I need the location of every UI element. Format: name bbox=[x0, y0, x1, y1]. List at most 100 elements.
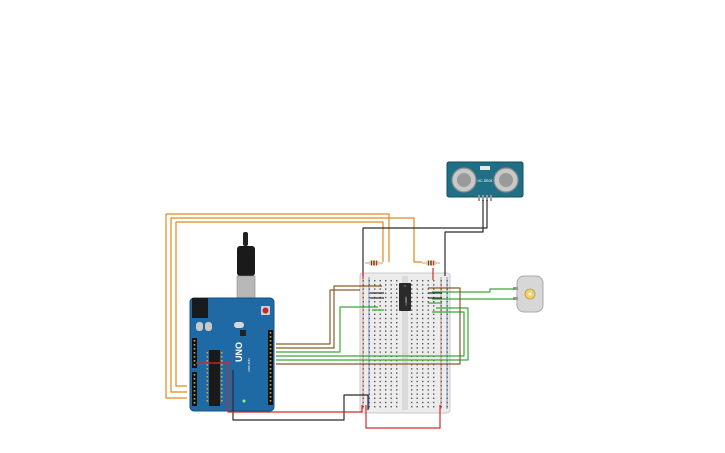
breadboard-hole[interactable] bbox=[374, 280, 376, 282]
wire-orange[interactable] bbox=[170, 217, 422, 393]
breadboard-hole[interactable] bbox=[440, 338, 442, 341]
breadboard-hole[interactable] bbox=[433, 288, 435, 290]
reset-button[interactable] bbox=[262, 307, 269, 314]
breadboard-hole[interactable] bbox=[379, 401, 381, 404]
breadboard-hole[interactable] bbox=[440, 376, 442, 378]
breadboard-hole[interactable] bbox=[362, 385, 364, 387]
header-pin[interactable] bbox=[269, 372, 272, 374]
breadboard-hole[interactable] bbox=[427, 330, 429, 332]
breadboard-hole[interactable] bbox=[433, 284, 435, 286]
breadboard-hole[interactable] bbox=[427, 288, 429, 290]
breadboard-hole[interactable] bbox=[374, 385, 376, 387]
wires[interactable] bbox=[165, 200, 515, 429]
breadboard-hole[interactable] bbox=[433, 338, 435, 341]
breadboard-hole[interactable] bbox=[416, 322, 418, 324]
wire-orange[interactable] bbox=[175, 221, 384, 387]
breadboard-hole[interactable] bbox=[396, 317, 398, 320]
breadboard-hole[interactable] bbox=[385, 406, 387, 408]
breadboard-hole[interactable] bbox=[416, 301, 418, 303]
breadboard-hole[interactable] bbox=[379, 368, 381, 370]
breadboard-hole[interactable] bbox=[427, 364, 429, 366]
header-pin[interactable] bbox=[206, 388, 209, 390]
breadboard-hole[interactable] bbox=[379, 347, 381, 349]
breadboard-hole[interactable] bbox=[379, 317, 381, 320]
breadboard-hole[interactable] bbox=[440, 343, 442, 345]
breadboard-hole[interactable] bbox=[411, 406, 413, 408]
breadboard-hole[interactable] bbox=[446, 393, 448, 395]
breadboard-hole[interactable] bbox=[379, 364, 381, 366]
breadboard-hole[interactable] bbox=[379, 305, 381, 307]
breadboard-hole[interactable] bbox=[390, 385, 392, 387]
breadboard-hole[interactable] bbox=[446, 326, 448, 328]
breadboard-hole[interactable] bbox=[440, 368, 442, 370]
breadboard-hole[interactable] bbox=[390, 347, 392, 349]
breadboard-hole[interactable] bbox=[385, 347, 387, 349]
breadboard-hole[interactable] bbox=[440, 347, 442, 349]
breadboard-hole[interactable] bbox=[368, 280, 370, 282]
breadboard-hole[interactable] bbox=[446, 401, 448, 404]
breadboard-hole[interactable] bbox=[396, 326, 398, 328]
breadboard-hole[interactable] bbox=[411, 401, 413, 404]
header-pin[interactable] bbox=[269, 376, 272, 378]
header-pin[interactable] bbox=[193, 386, 196, 388]
breadboard-hole[interactable] bbox=[422, 330, 424, 332]
wire-green[interactable] bbox=[276, 306, 378, 353]
breadboard-hole[interactable] bbox=[379, 338, 381, 341]
breadboard-hole[interactable] bbox=[374, 301, 376, 303]
breadboard-hole[interactable] bbox=[368, 284, 370, 286]
breadboard-hole[interactable] bbox=[427, 347, 429, 349]
breadboard-hole[interactable] bbox=[433, 389, 435, 391]
breadboard-hole[interactable] bbox=[368, 292, 370, 294]
breadboard-hole[interactable] bbox=[446, 280, 448, 282]
breadboard-hole[interactable] bbox=[362, 288, 364, 290]
breadboard-hole[interactable] bbox=[396, 347, 398, 349]
breadboard-hole[interactable] bbox=[385, 313, 387, 315]
breadboard-hole[interactable] bbox=[422, 296, 424, 299]
breadboard-hole[interactable] bbox=[379, 380, 381, 383]
breadboard-hole[interactable] bbox=[422, 334, 424, 336]
breadboard-hole[interactable] bbox=[368, 406, 370, 408]
breadboard-hole[interactable] bbox=[374, 397, 376, 399]
breadboard-hole[interactable] bbox=[416, 343, 418, 345]
header-pin[interactable] bbox=[193, 360, 196, 362]
breadboard-hole[interactable] bbox=[374, 389, 376, 391]
header-pin[interactable] bbox=[193, 348, 196, 350]
breadboard-hole[interactable] bbox=[374, 372, 376, 374]
breadboard-hole[interactable] bbox=[368, 330, 370, 332]
breadboard-hole[interactable] bbox=[385, 284, 387, 286]
breadboard-hole[interactable] bbox=[440, 280, 442, 282]
breadboard-hole[interactable] bbox=[390, 313, 392, 315]
breadboard-hole[interactable] bbox=[374, 347, 376, 349]
motor-driver-ic[interactable]: L293D bbox=[399, 283, 411, 311]
wire-orange[interactable] bbox=[165, 213, 390, 399]
header-pin[interactable] bbox=[269, 352, 272, 354]
breadboard-hole[interactable] bbox=[416, 364, 418, 366]
breadboard-hole[interactable] bbox=[440, 334, 442, 336]
breadboard-hole[interactable] bbox=[396, 284, 398, 286]
breadboard-hole[interactable] bbox=[396, 385, 398, 387]
breadboard-hole[interactable] bbox=[385, 338, 387, 341]
header-pin[interactable] bbox=[221, 372, 223, 374]
usb-cable[interactable] bbox=[243, 232, 248, 246]
breadboard-hole[interactable] bbox=[374, 343, 376, 345]
breadboard-hole[interactable] bbox=[427, 284, 429, 286]
breadboard-hole[interactable] bbox=[362, 326, 364, 328]
breadboard-hole[interactable] bbox=[385, 288, 387, 290]
breadboard-hole[interactable] bbox=[446, 380, 448, 383]
header-pin[interactable] bbox=[221, 392, 223, 394]
breadboard-hole[interactable] bbox=[374, 322, 376, 324]
dc-motor[interactable] bbox=[513, 275, 544, 313]
breadboard-hole[interactable] bbox=[362, 397, 364, 399]
header-pin[interactable] bbox=[221, 364, 223, 366]
header-pin[interactable] bbox=[269, 392, 272, 394]
breadboard-hole[interactable] bbox=[422, 385, 424, 387]
breadboard-hole[interactable] bbox=[379, 406, 381, 408]
breadboard-hole[interactable] bbox=[390, 330, 392, 332]
breadboard-hole[interactable] bbox=[396, 401, 398, 404]
breadboard-hole[interactable] bbox=[411, 397, 413, 399]
breadboard-hole[interactable] bbox=[427, 334, 429, 336]
breadboard-hole[interactable] bbox=[368, 338, 370, 341]
breadboard-hole[interactable] bbox=[362, 393, 364, 395]
breadboard-hole[interactable] bbox=[440, 406, 442, 408]
breadboard-hole[interactable] bbox=[385, 368, 387, 370]
